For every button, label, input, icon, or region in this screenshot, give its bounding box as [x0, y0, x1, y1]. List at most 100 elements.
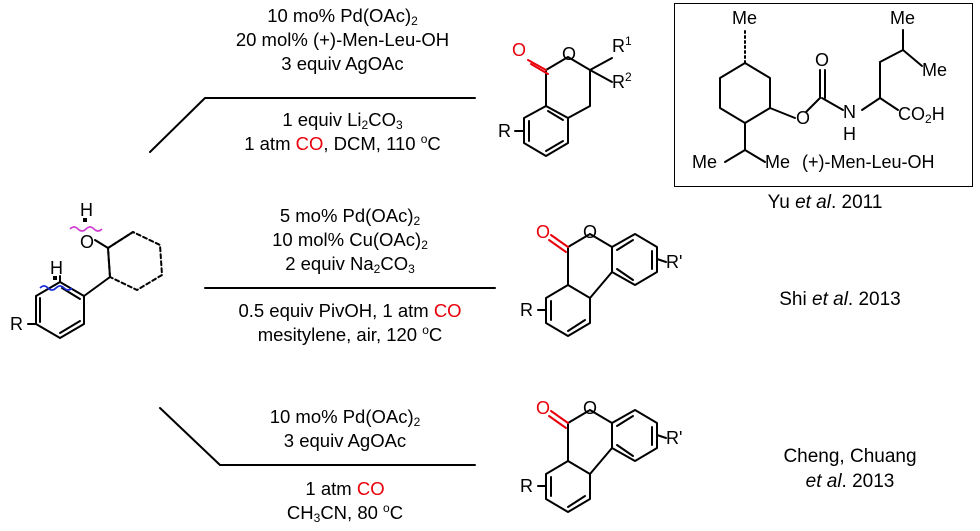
text: Yu — [767, 192, 796, 213]
sub: 3 — [313, 511, 321, 525]
cheng-line3: 1 atm — [305, 478, 357, 499]
shi-line5: mesitylene, air, 120 — [257, 324, 423, 345]
yu-line1: 10 mo% Pd(OAc) — [267, 5, 412, 26]
wavy-bond-ch — [39, 285, 73, 291]
atom-r-prod2: R — [520, 300, 533, 320]
atom-o-ring-3: O — [583, 398, 598, 418]
text: . 2011 — [830, 192, 883, 213]
shi-line2: 10 mol% Cu(OAc) — [272, 229, 422, 250]
product-benzocoumarin-bottom — [537, 409, 667, 513]
atom-rprime-3: R' — [666, 428, 683, 448]
text: H — [931, 104, 945, 124]
sub: 2 — [421, 238, 428, 252]
product-isochromanone — [514, 56, 613, 157]
co-highlight: CO — [356, 478, 385, 499]
text: . 2013 — [841, 471, 895, 492]
atom-h-left: H — [50, 258, 63, 278]
text: Cheng, Chuang — [783, 446, 917, 467]
atom-h-n: H — [843, 124, 856, 144]
atom-o-carbamate: O — [815, 50, 830, 70]
atom-r-start: R — [10, 314, 23, 334]
co-highlight: CO — [433, 300, 462, 321]
atom-me-right-2: Me — [922, 60, 948, 80]
ligand-box — [674, 3, 973, 187]
sub: 2 — [361, 118, 369, 132]
atom-o-ring-1: O — [562, 44, 577, 64]
conditions-top-above: 10 mo% Pd(OAc)2 20 mol% (+)-Men-Leu-OH 3… — [215, 4, 470, 76]
text: C — [389, 502, 404, 523]
atom-r-prod1: R — [498, 121, 511, 141]
sub: 2 — [413, 214, 421, 228]
ligand-structure — [719, 29, 923, 163]
text: . 2013 — [847, 289, 901, 310]
text: C — [427, 133, 441, 154]
text: CO — [380, 253, 409, 274]
conditions-middle-above: 5 mo% Pd(OAc)2 10 mol% Cu(OAc)2 2 equiv … — [205, 204, 495, 276]
arrow-top — [149, 97, 476, 153]
sub: 3 — [395, 118, 403, 132]
sup: o — [420, 132, 428, 146]
shi-line1: 5 mo% Pd(OAc) — [279, 205, 414, 226]
atom-o-carbonyl-2: O — [536, 222, 551, 242]
conditions-bottom-below: 1 atm CO CH3CN, 80 oC — [215, 477, 475, 525]
starting-material — [27, 231, 163, 339]
cheng-line2: 3 equiv AgOAc — [283, 430, 407, 451]
sup: o — [422, 323, 429, 337]
text: et al — [795, 192, 831, 213]
text: Shi — [779, 289, 812, 310]
citation-cheng: Cheng, Chuang et al. 2013 — [760, 444, 940, 494]
shi-line4: 0.5 equiv PivOH, 1 atm — [238, 300, 434, 321]
atom-o-carbonyl-3: O — [536, 398, 551, 418]
yu-line3: 3 equiv AgOAc — [281, 53, 404, 74]
wavy-bond-oh — [69, 226, 103, 232]
text: R — [612, 36, 625, 56]
atom-me-isopropyl-1: Me — [692, 152, 718, 172]
text: CO — [368, 109, 396, 130]
conditions-middle-below: 0.5 equiv PivOH, 1 atm CO mesitylene, ai… — [205, 299, 495, 347]
atom-me-top: Me — [732, 8, 758, 28]
sub: 2 — [373, 262, 381, 276]
atom-o-carbonyl-1: O — [512, 40, 527, 60]
atom-h-top: H — [80, 200, 93, 220]
atom-r-prod3: R — [520, 476, 533, 496]
ligand-name: (+)-Men-Leu-OH — [802, 152, 935, 172]
atom-me-right-1: Me — [890, 8, 916, 28]
sup: 1 — [625, 34, 632, 48]
product-benzocoumarin-middle — [537, 233, 667, 337]
sup: 2 — [625, 70, 632, 84]
yu-line2: 20 mol% (+)-Men-Leu-OH — [235, 29, 450, 50]
atom-r1: R1 — [612, 34, 632, 56]
yu-line4: 1 equiv Li — [282, 109, 362, 130]
sub: 3 — [408, 262, 415, 276]
text: et al — [812, 289, 848, 310]
atom-rprime-2: R' — [666, 252, 683, 272]
atom-me-isopropyl-2: Me — [765, 152, 791, 172]
atom-o-ring-2: O — [583, 222, 598, 242]
atom-o-ester: O — [796, 108, 811, 128]
text: CO — [898, 104, 925, 124]
citation-shi: Shi et al. 2013 — [760, 287, 920, 312]
shi-line3: 2 equiv Na — [285, 253, 374, 274]
atom-r2: R2 — [612, 70, 632, 92]
sup: o — [383, 501, 390, 515]
conditions-top-below: 1 equiv Li2CO3 1 atm CO, DCM, 110 oC — [215, 108, 470, 156]
sub: 2 — [411, 14, 418, 28]
co-highlight: CO — [295, 133, 324, 154]
arrow-bottom — [159, 407, 476, 466]
cheng-line4: CH — [286, 502, 314, 523]
conditions-bottom-above: 10 mo% Pd(OAc)2 3 equiv AgOAc — [215, 405, 475, 453]
text: et al — [805, 471, 842, 492]
atom-co2h: CO2H — [898, 104, 945, 126]
sub: 2 — [925, 112, 932, 126]
atom-n: N — [843, 102, 856, 122]
sub: 2 — [413, 415, 421, 429]
text: , DCM, 110 — [323, 133, 421, 154]
cheng-line1: 10 mo% Pd(OAc) — [269, 406, 414, 427]
citation-yu: Yu et al. 2011 — [735, 190, 915, 215]
text: CN, 80 — [320, 502, 384, 523]
text: R — [612, 72, 625, 92]
atom-o: O — [80, 232, 95, 252]
text: 1 atm — [244, 133, 296, 154]
text: C — [428, 324, 443, 345]
